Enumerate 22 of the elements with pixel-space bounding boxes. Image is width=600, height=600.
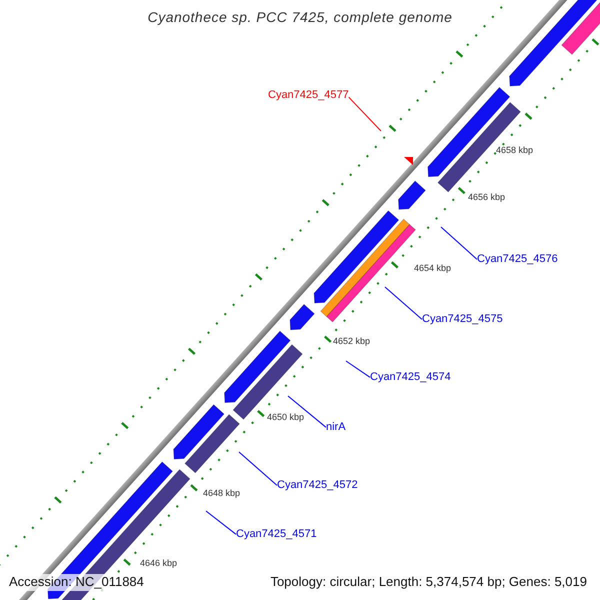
- tick-label: 4656 kbp: [468, 192, 506, 202]
- tick-label: 4652 kbp: [333, 336, 370, 346]
- leader-line: [346, 360, 370, 378]
- gene-label: Cyan7425_4574: [370, 371, 451, 384]
- tick-label: 4650 kbp: [267, 412, 304, 422]
- leader-line: [348, 96, 382, 132]
- leader-line: [440, 226, 478, 260]
- gene-label: Cyan7425_4572: [277, 479, 358, 492]
- gene-label: Cyan7425_4577: [268, 89, 349, 102]
- gene-label: Cyan7425_4575: [422, 313, 503, 326]
- tick-label: 4654 kbp: [414, 263, 452, 274]
- tick-label: 4648 kbp: [203, 488, 240, 498]
- leader-line: [238, 452, 278, 486]
- leader-line: [384, 286, 422, 320]
- gene-label: Cyan7425_4571: [236, 528, 317, 541]
- tick-label: 4646 kbp: [140, 558, 178, 568]
- tick-label: 4658 kbp: [496, 145, 534, 156]
- gene-label: Cyan7425_4576: [477, 253, 558, 266]
- leader-line: [288, 396, 326, 428]
- leader-line: [206, 510, 236, 535]
- gene-label: nirA: [326, 421, 346, 434]
- diagram-title: Cyanothece sp. PCC 7425, complete genome: [146, 9, 454, 26]
